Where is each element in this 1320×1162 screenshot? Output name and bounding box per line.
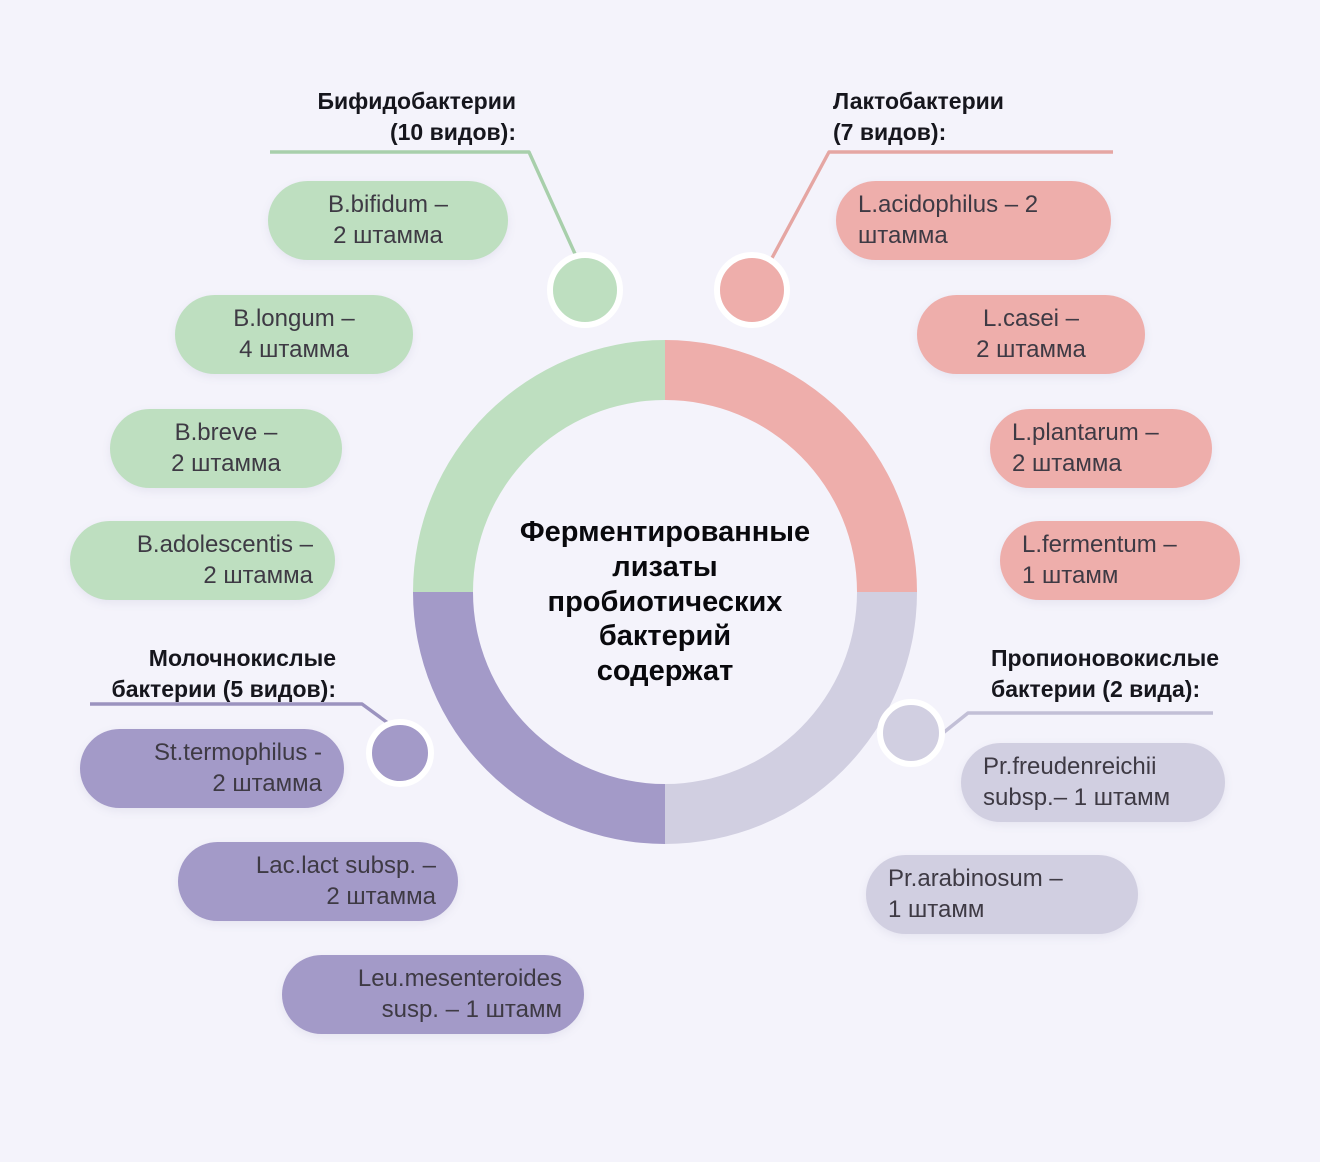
connector-line-lactic-acid-bacteria [90,702,394,728]
connector-node-propionic-acid-bacteria [877,699,945,767]
donut-segment-lactobacteria [665,340,917,592]
connector-lactic-acid-bacteria [90,702,434,787]
pill-b-breve[interactable]: B.breve – 2 штамма [110,409,342,488]
connector-lactobacteria [714,150,1113,328]
pill-lac-lact-subsp[interactable]: Lac.lact subsp. – 2 штамма [178,842,458,921]
pill-pr-freudenreichii[interactable]: Pr.freudenreichii subsp.– 1 штамм [961,743,1225,822]
connector-propionic-acid-bacteria [877,699,1213,767]
scrollbar-track[interactable] [1302,0,1320,1162]
donut-segment-lactic-acid-bacteria [413,592,665,844]
pill-b-bifidum[interactable]: B.bifidum – 2 штамма [268,181,508,260]
pill-b-longum[interactable]: B.longum – 4 штамма [175,295,413,374]
section-title-bifidobacteria: Бифидобактерии (10 видов): [317,88,516,145]
section-title-lactic-acid-bacteria: Молочнокислые бактерии (5 видов): [111,645,336,702]
pill-leu-mesenteroides[interactable]: Leu.mesenteroides susp. – 1 штамм [282,955,584,1034]
pill-l-casei[interactable]: L.casei – 2 штамма [917,295,1145,374]
pill-l-plantarum[interactable]: L.plantarum – 2 штамма [990,409,1212,488]
connector-node-lactic-acid-bacteria [366,719,434,787]
connector-node-bifidobacteria [547,252,623,328]
section-title-propionic-acid-bacteria: Пропионовокислые бактерии (2 вида): [991,645,1220,702]
donut-segment-bifidobacteria [413,340,665,592]
pill-l-fermentum[interactable]: L.fermentum – 1 штамм [1000,521,1240,600]
connector-node-lactobacteria [714,252,790,328]
donut-segment-propionic-acid-bacteria [665,592,917,844]
pill-b-adolescentis[interactable]: B.adolescentis – 2 штамма [70,521,335,600]
connector-line-propionic-acid-bacteria [936,711,1213,739]
connector-bifidobacteria [270,150,623,328]
section-title-lactobacteria: Лактобактерии (7 видов): [833,88,1004,145]
pill-l-acidophilus[interactable]: L.acidophilus – 2 штамма [836,181,1111,260]
centre-caption: Ферментированные лизаты пробиотических б… [519,516,811,688]
donut-ring [413,340,917,844]
pill-st-termophilus[interactable]: St.termophilus - 2 штамма [80,729,344,808]
connector-line-lactobacteria [770,150,1113,259]
connector-line-bifidobacteria [270,150,578,257]
pill-pr-arabinosum[interactable]: Pr.arabinosum – 1 штамм [866,855,1138,934]
